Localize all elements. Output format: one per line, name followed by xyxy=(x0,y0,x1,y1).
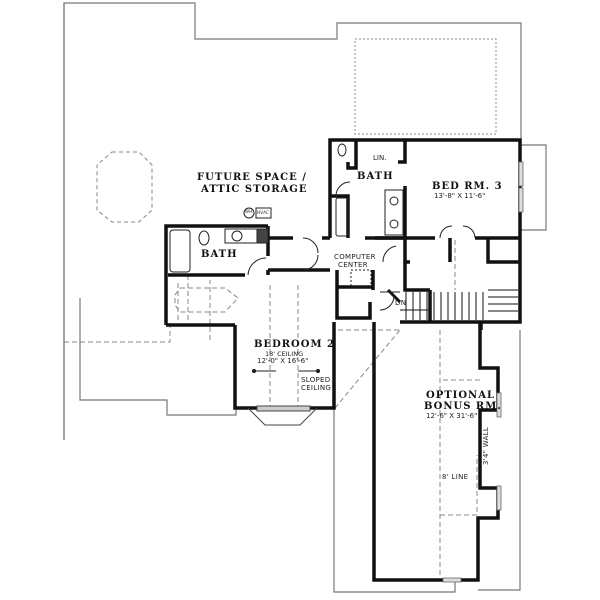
linen-label: LIN. xyxy=(373,154,387,162)
line-note: 8' LINE xyxy=(442,473,469,481)
windows xyxy=(442,161,524,583)
attic-storage-label: ATTIC STORAGE xyxy=(201,184,308,195)
bedroom2-ceiling: 18' CEILING xyxy=(265,350,304,358)
bath-right-label: BATH xyxy=(357,171,394,182)
bedroom2-label: BEDROOM 2 xyxy=(254,339,335,350)
stair-treads xyxy=(386,288,518,320)
roof-outline xyxy=(63,2,547,593)
dashed-lines xyxy=(64,38,497,580)
slope-arrows xyxy=(251,291,400,374)
fixtures xyxy=(169,143,404,287)
stairs-down-label: DN xyxy=(395,299,407,307)
water-heater-label: WH xyxy=(245,209,253,214)
walls xyxy=(164,138,522,582)
bath-left-label: BATH xyxy=(201,249,238,260)
bay-window xyxy=(247,405,318,426)
computer-center-label-2: CENTER xyxy=(338,261,368,269)
bedroom3-dims: 13'-8" X 11'-6" xyxy=(434,192,486,200)
computer-center-label-1: COMPUTER xyxy=(334,253,376,261)
hvac-label: HVAC xyxy=(257,210,270,215)
door-swings xyxy=(247,181,476,311)
bedroom3-label: BED RM. 3 xyxy=(432,181,503,192)
sloped-ceiling-1: SLOPED xyxy=(301,376,331,384)
bonus-label-1: OPTIONAL xyxy=(426,390,495,401)
sloped-ceiling-2: CEILING xyxy=(301,384,332,392)
bonus-label-2: BONUS RM. xyxy=(424,401,502,412)
bedroom2-dims: 12'-0" X 16'-6" xyxy=(257,357,309,365)
bonus-dims: 12'-6" X 31'-6" xyxy=(426,412,478,420)
future-space-label: FUTURE SPACE / xyxy=(197,172,307,183)
wall-note: 3'4" WALL xyxy=(482,426,490,465)
